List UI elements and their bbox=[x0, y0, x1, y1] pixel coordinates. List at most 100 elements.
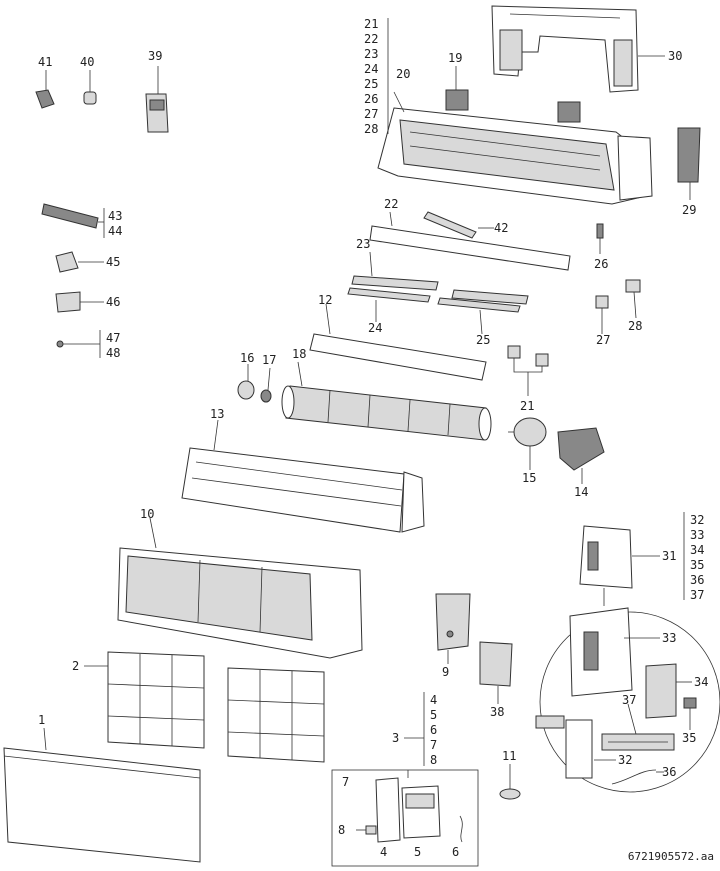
label-6: 6 bbox=[452, 845, 459, 859]
group-3-item: 6 bbox=[430, 723, 437, 737]
label-19: 19 bbox=[448, 51, 462, 65]
label-14: 14 bbox=[574, 485, 588, 499]
label-36: 36 bbox=[662, 765, 676, 779]
group-43-item: 43 bbox=[108, 209, 122, 223]
label-13: 13 bbox=[210, 407, 224, 421]
label-33-detail: 33 bbox=[662, 631, 676, 645]
group-20-item: 27 bbox=[364, 107, 378, 121]
part-30-mounting-plate bbox=[491, 5, 665, 93]
part-16-17 bbox=[237, 364, 272, 403]
label-28: 28 bbox=[628, 319, 642, 333]
group-31-item: 33 bbox=[690, 528, 704, 542]
part-29-bracket bbox=[677, 127, 701, 200]
label-18: 18 bbox=[292, 347, 306, 361]
group-3-item: 7 bbox=[430, 738, 437, 752]
group-labels-31: 32 33 34 35 36 37 bbox=[690, 513, 704, 602]
part-27-28-small bbox=[595, 279, 641, 334]
part-14-motor-housing bbox=[557, 427, 605, 484]
label-40: 40 bbox=[80, 55, 94, 69]
group-47-item: 47 bbox=[106, 331, 120, 345]
label-16: 16 bbox=[240, 351, 254, 365]
part-13-evaporator bbox=[181, 419, 425, 533]
group-20-item: 22 bbox=[364, 32, 378, 46]
label-46: 46 bbox=[106, 295, 120, 309]
part-45-connector bbox=[55, 251, 104, 273]
part-26-screw bbox=[596, 223, 604, 254]
group-31-item: 34 bbox=[690, 543, 704, 557]
part-38-box bbox=[479, 641, 513, 704]
label-26: 26 bbox=[594, 257, 608, 271]
label-11: 11 bbox=[502, 749, 516, 763]
label-24-vane: 24 bbox=[368, 321, 382, 335]
label-31: 31 bbox=[662, 549, 676, 563]
group-20-item: 25 bbox=[364, 77, 378, 91]
group-labels-20: 21 22 23 24 25 26 27 28 bbox=[364, 17, 378, 136]
part-46-connector bbox=[55, 291, 104, 313]
label-41: 41 bbox=[38, 55, 52, 69]
label-34: 34 bbox=[694, 675, 708, 689]
label-7: 7 bbox=[342, 775, 349, 789]
group-20-item: 24 bbox=[364, 62, 378, 76]
label-27: 27 bbox=[596, 333, 610, 347]
group-3-item: 8 bbox=[430, 753, 437, 767]
label-2: 2 bbox=[72, 659, 79, 673]
label-3: 3 bbox=[392, 731, 399, 745]
label-21-bearing: 21 bbox=[520, 399, 534, 413]
label-22-frame: 22 bbox=[384, 197, 398, 211]
part-22-louver-frame bbox=[369, 211, 571, 271]
part-47-48-sensor bbox=[56, 330, 101, 358]
group-31-item: 32 bbox=[690, 513, 704, 527]
part-19-clips bbox=[445, 66, 581, 123]
label-42: 42 bbox=[494, 221, 508, 235]
label-12: 12 bbox=[318, 293, 332, 307]
group-47-item: 48 bbox=[106, 346, 120, 360]
label-23-vane: 23 bbox=[356, 237, 370, 251]
part-21-bearings bbox=[507, 345, 549, 396]
part-18-fan bbox=[281, 361, 492, 441]
label-39: 39 bbox=[148, 49, 162, 63]
label-35: 35 bbox=[682, 731, 696, 745]
part-39-remote bbox=[145, 66, 169, 133]
part-40-41-small bbox=[35, 70, 97, 109]
group-31-item: 35 bbox=[690, 558, 704, 572]
detail-circle bbox=[535, 607, 720, 793]
label-38: 38 bbox=[490, 705, 504, 719]
label-15: 15 bbox=[522, 471, 536, 485]
part-42-drain bbox=[423, 211, 494, 239]
part-11-grommet bbox=[499, 764, 521, 800]
part-43-44-insulation bbox=[41, 203, 105, 238]
part-12-strip bbox=[309, 303, 487, 381]
group-20-item: 28 bbox=[364, 122, 378, 136]
group-3-item: 5 bbox=[430, 708, 437, 722]
part-10-housing bbox=[117, 517, 363, 659]
label-10: 10 bbox=[140, 507, 154, 521]
label-30: 30 bbox=[668, 49, 682, 63]
group-20-item: 23 bbox=[364, 47, 378, 61]
group-labels-47: 47 48 bbox=[106, 331, 120, 360]
group-labels-3: 4 5 6 7 8 bbox=[430, 693, 437, 767]
label-32-detail: 32 bbox=[618, 753, 632, 767]
group-labels-43: 43 44 bbox=[108, 209, 122, 238]
part-2-filters bbox=[84, 651, 325, 763]
part-23-24-25-vanes bbox=[347, 251, 529, 335]
part-9-cover bbox=[435, 593, 471, 664]
group-20-item: 26 bbox=[364, 92, 378, 106]
label-37: 37 bbox=[622, 693, 636, 707]
label-9: 9 bbox=[442, 665, 449, 679]
label-5: 5 bbox=[414, 845, 421, 859]
group-20-item: 21 bbox=[364, 17, 378, 31]
part-15-motor bbox=[508, 417, 547, 470]
group-31-item: 36 bbox=[690, 573, 704, 587]
part-1-front-panel bbox=[3, 727, 201, 863]
label-1: 1 bbox=[38, 713, 45, 727]
label-4: 4 bbox=[380, 845, 387, 859]
detail-box bbox=[331, 769, 479, 867]
document-code: 6721905572.aa bbox=[627, 850, 714, 863]
label-29: 29 bbox=[682, 203, 696, 217]
label-17: 17 bbox=[262, 353, 276, 367]
label-45: 45 bbox=[106, 255, 120, 269]
group-3-item: 4 bbox=[430, 693, 437, 707]
label-20: 20 bbox=[396, 67, 410, 81]
